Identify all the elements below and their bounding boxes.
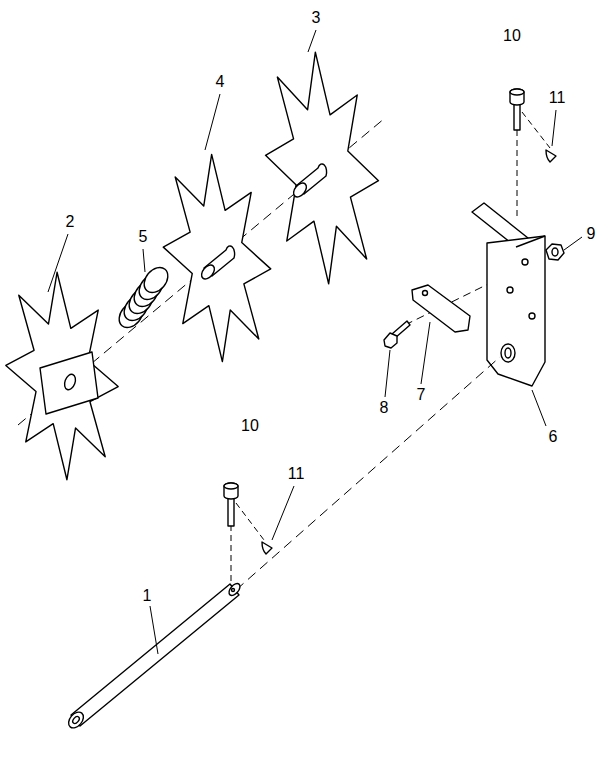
- bolt: [384, 321, 410, 348]
- callout-number: 3: [310, 9, 323, 27]
- callout-number: 8: [378, 399, 391, 417]
- pin: [224, 483, 272, 585]
- callout-number: 6: [547, 428, 560, 446]
- star-wheel: [158, 143, 276, 372]
- callout-number: 9: [585, 225, 598, 243]
- shaft: [66, 582, 242, 731]
- hex-nut: [546, 244, 564, 260]
- callout-number: 4: [214, 73, 227, 91]
- callout-number: 2: [64, 213, 77, 231]
- star-wheel: [1, 262, 123, 490]
- callout-number: 11: [286, 465, 307, 483]
- callout-number: 5: [137, 228, 150, 246]
- mounting-bracket: [472, 203, 545, 386]
- callout-number: 11: [547, 89, 568, 107]
- pin: [510, 89, 556, 218]
- star-wheel: [259, 39, 385, 296]
- callout-number: 1: [141, 587, 154, 605]
- callout-number: 7: [415, 386, 428, 404]
- callout-number: 10: [501, 27, 523, 45]
- leader-lines: [48, 30, 582, 654]
- strap: [412, 285, 470, 332]
- callout-number: 10: [239, 417, 261, 435]
- spring: [114, 263, 172, 332]
